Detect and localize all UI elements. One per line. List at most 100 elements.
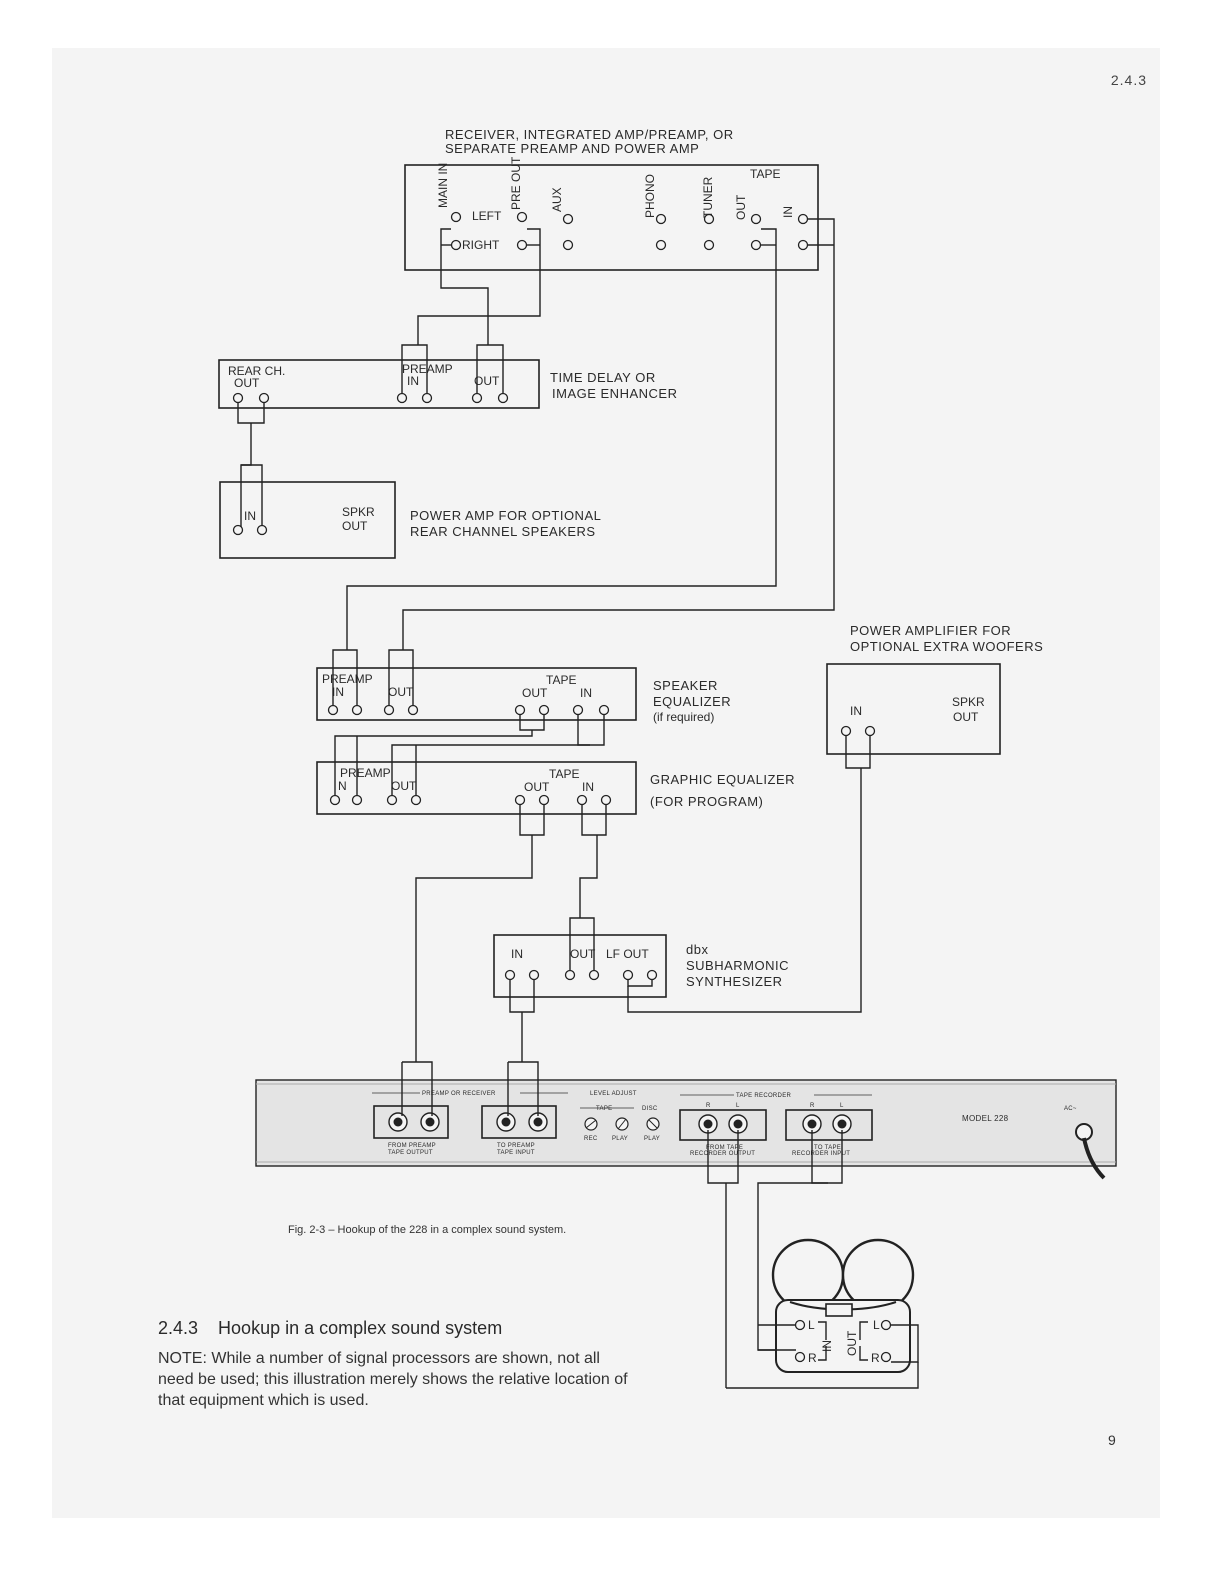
phono-right-jack[interactable] xyxy=(655,239,667,251)
dbx228-to-tape-2: RECORDER INPUT xyxy=(792,1151,850,1157)
geq-out-right-jack[interactable] xyxy=(410,794,422,806)
from-preamp-left-jack[interactable] xyxy=(393,1117,403,1127)
receiver-tape: TAPE xyxy=(750,167,780,181)
to-tape-left-jack[interactable] xyxy=(837,1119,847,1129)
geq-in-right-jack[interactable] xyxy=(351,794,363,806)
sub-lf-out-right-jack[interactable] xyxy=(646,969,658,981)
graphic-eq-unit: PREAMP N OUT TAPE OUT IN GRAPHIC EQUALIZ… xyxy=(316,761,795,815)
rear-amp-out: OUT xyxy=(342,519,368,533)
deck-out-right-jack[interactable] xyxy=(880,1351,892,1363)
geq-tape-in-right-jack[interactable] xyxy=(600,794,612,806)
sub-out-left-jack[interactable] xyxy=(564,969,576,981)
dbx228-from-preamp-2: TAPE OUTPUT xyxy=(388,1150,433,1156)
td-in-right-jack[interactable] xyxy=(421,392,433,404)
section-title-text: Hookup in a complex sound system xyxy=(218,1318,503,1338)
from-tape-right-jack[interactable] xyxy=(703,1119,713,1129)
td-out-right-jack[interactable] xyxy=(497,392,509,404)
geq-tape-out-left-jack[interactable] xyxy=(514,794,526,806)
rear-out-right-jack[interactable] xyxy=(258,392,270,404)
tape-deck: L R IN OUT L R xyxy=(771,1238,915,1373)
seq-in-left-jack[interactable] xyxy=(327,704,339,716)
subharmonic-out: OUT xyxy=(570,947,596,961)
dbx228-from-tape-2: RECORDER OUTPUT xyxy=(690,1151,755,1157)
graphic-eq-preamp: PREAMP xyxy=(340,766,391,780)
graphic-eq-wires xyxy=(415,805,607,1062)
seq-tape-out-left-jack[interactable] xyxy=(514,704,526,716)
dbx228-ac: AC~ xyxy=(1064,1106,1077,1112)
rear-out-left-jack[interactable] xyxy=(232,392,244,404)
woofer-amp-label-2: OPTIONAL EXTRA WOOFERS xyxy=(850,639,1043,654)
time-delay-rear-out: OUT xyxy=(234,376,260,390)
graphic-eq-tape-out: OUT xyxy=(524,780,550,794)
dbx228-l2: L xyxy=(840,1103,844,1109)
pre-out-left-jack[interactable] xyxy=(516,211,528,223)
sub-in-left-jack[interactable] xyxy=(504,969,516,981)
dbx228-level-adjust: LEVEL ADJUST xyxy=(590,1091,637,1097)
from-preamp-right-jack[interactable] xyxy=(425,1117,435,1127)
to-tape-right-jack[interactable] xyxy=(807,1119,817,1129)
tape-in-right-jack[interactable] xyxy=(797,239,809,251)
power-cord xyxy=(1082,1137,1106,1180)
tuner-right-jack[interactable] xyxy=(703,239,715,251)
seq-out-left-jack[interactable] xyxy=(383,704,395,716)
dbx228-model: MODEL 228 xyxy=(962,1114,1009,1123)
receiver-left: LEFT xyxy=(472,209,502,223)
dbx228-play: PLAY xyxy=(612,1136,628,1142)
seq-tape-out-right-jack[interactable] xyxy=(538,704,550,716)
subharmonic-label-1: dbx xyxy=(686,942,708,957)
to-preamp-left-jack[interactable] xyxy=(501,1117,511,1127)
dbx228-r: R xyxy=(706,1103,711,1109)
deck-in-right-jack[interactable] xyxy=(794,1351,806,1363)
geq-in-left-jack[interactable] xyxy=(329,794,341,806)
dbx228-play2: PLAY xyxy=(644,1136,660,1142)
rear-amp-in-left-jack[interactable] xyxy=(232,524,244,536)
woofer-in-left-jack[interactable] xyxy=(840,725,852,737)
deck-in-left-jack[interactable] xyxy=(794,1319,806,1331)
aux-left-jack[interactable] xyxy=(562,213,574,225)
phono-left-jack[interactable] xyxy=(655,213,667,225)
receiver-main-in: MAIN IN xyxy=(436,163,450,208)
sub-in-right-jack[interactable] xyxy=(528,969,540,981)
sub-lf-out-left-jack[interactable] xyxy=(622,969,634,981)
aux-right-jack[interactable] xyxy=(562,239,574,251)
seq-in-right-jack[interactable] xyxy=(351,704,363,716)
ac-power-socket[interactable] xyxy=(1075,1123,1093,1141)
tuner-left-jack[interactable] xyxy=(703,213,715,225)
receiver-title-line2: SEPARATE PREAMP AND POWER AMP xyxy=(445,141,699,156)
tape-in-left-jack[interactable] xyxy=(797,213,809,225)
seq-tape-in-right-jack[interactable] xyxy=(598,704,610,716)
receiver-right: RIGHT xyxy=(462,238,500,252)
seq-tape-in-left-jack[interactable] xyxy=(572,704,584,716)
pre-out-right-jack[interactable] xyxy=(516,239,528,251)
deck-out-left-jack[interactable] xyxy=(880,1319,892,1331)
seq-out-right-jack[interactable] xyxy=(407,704,419,716)
geq-tape-out-right-jack[interactable] xyxy=(538,794,550,806)
graphic-eq-box xyxy=(316,761,637,815)
woofer-amp-out: OUT xyxy=(953,710,979,724)
td-in-left-jack[interactable] xyxy=(396,392,408,404)
to-preamp-right-jack[interactable] xyxy=(533,1117,543,1127)
geq-tape-in-left-jack[interactable] xyxy=(576,794,588,806)
woofer-in-right-jack[interactable] xyxy=(864,725,876,737)
sub-out-right-jack[interactable] xyxy=(588,969,600,981)
speaker-eq-preamp: PREAMP xyxy=(322,672,373,686)
tape-out-left-jack[interactable] xyxy=(750,213,762,225)
main-in-right-jack[interactable] xyxy=(450,239,462,251)
speaker-eq-tape-in: IN xyxy=(580,686,592,700)
main-in-left-jack[interactable] xyxy=(450,211,462,223)
tape-deck-r: R xyxy=(808,1351,817,1365)
subharmonic-lf-out: LF OUT xyxy=(606,947,649,961)
dbx228-tape-recorder: TAPE RECORDER xyxy=(736,1093,791,1099)
geq-out-left-jack[interactable] xyxy=(386,794,398,806)
speaker-eq-unit: PREAMP IN OUT TAPE OUT IN SPEAKER EQUALI… xyxy=(316,667,731,724)
tape-out-right-jack[interactable] xyxy=(750,239,762,251)
rear-amp-in: IN xyxy=(244,509,256,523)
dbx228-rec: REC xyxy=(584,1136,598,1142)
to-tape-jack-box xyxy=(785,1109,873,1141)
rear-amp-in-right-jack[interactable] xyxy=(256,524,268,536)
woofer-amp-spkr: SPKR xyxy=(952,695,985,709)
dbx228-to-tape-1: TO TAPE xyxy=(814,1145,841,1151)
td-out-left-jack[interactable] xyxy=(471,392,483,404)
dbx228-tape: TAPE xyxy=(596,1106,612,1112)
from-tape-left-jack[interactable] xyxy=(733,1119,743,1129)
